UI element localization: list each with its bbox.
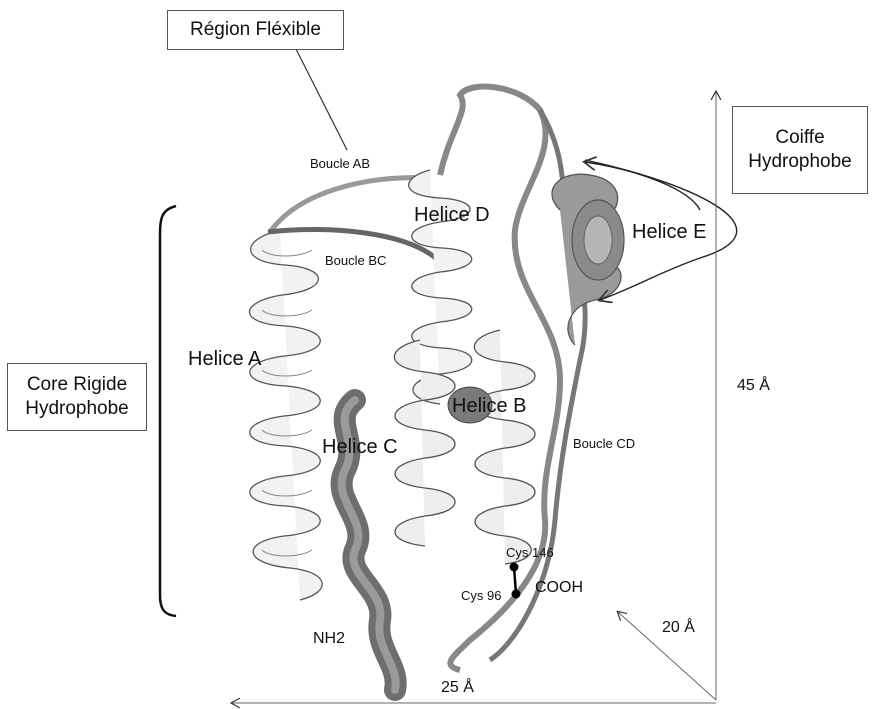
coiffe-label-line1: Coiffe xyxy=(775,126,824,150)
dimension-20-label: 20 Å xyxy=(662,620,695,636)
helix-b-ribbon xyxy=(474,330,535,564)
helice-b-label: Helice B xyxy=(452,396,526,416)
cys96-label: Cys 96 xyxy=(461,589,501,602)
boucle-ab-tube xyxy=(270,178,430,232)
helix-e-ribbon xyxy=(552,174,624,345)
region-flexible-leader xyxy=(295,47,347,150)
boucle-bc-label: Boucle BC xyxy=(325,254,386,267)
core-box: Core Rigide Hydrophobe xyxy=(7,363,147,431)
region-flexible-box: Région Fléxible xyxy=(167,10,344,50)
cooh-label: COOH xyxy=(535,580,583,596)
nh2-label: NH2 xyxy=(313,631,345,647)
disulfide-bond xyxy=(510,563,521,599)
helix-a-ribbon xyxy=(249,230,322,600)
helice-d-label: Helice D xyxy=(414,205,490,225)
core-label-line2: Hydrophobe xyxy=(25,397,129,421)
helice-e-label: Helice E xyxy=(632,222,706,242)
core-label-line1: Core Rigide xyxy=(27,373,127,397)
coiffe-box: Coiffe Hydrophobe xyxy=(732,106,868,194)
helice-a-label: Helice A xyxy=(188,349,261,369)
dimension-45-label: 45 Å xyxy=(737,378,770,394)
boucle-cd-label: Boucle CD xyxy=(573,437,635,450)
boucle-ab-label: Boucle AB xyxy=(310,157,370,170)
core-bracket xyxy=(160,206,176,616)
dimension-25-label: 25 Å xyxy=(441,680,474,696)
helice-c-label: Helice C xyxy=(322,437,398,457)
region-flexible-label: Région Fléxible xyxy=(190,18,321,42)
cys146-label: Cys 146 xyxy=(506,546,554,559)
coiffe-label-line2: Hydrophobe xyxy=(748,150,852,174)
